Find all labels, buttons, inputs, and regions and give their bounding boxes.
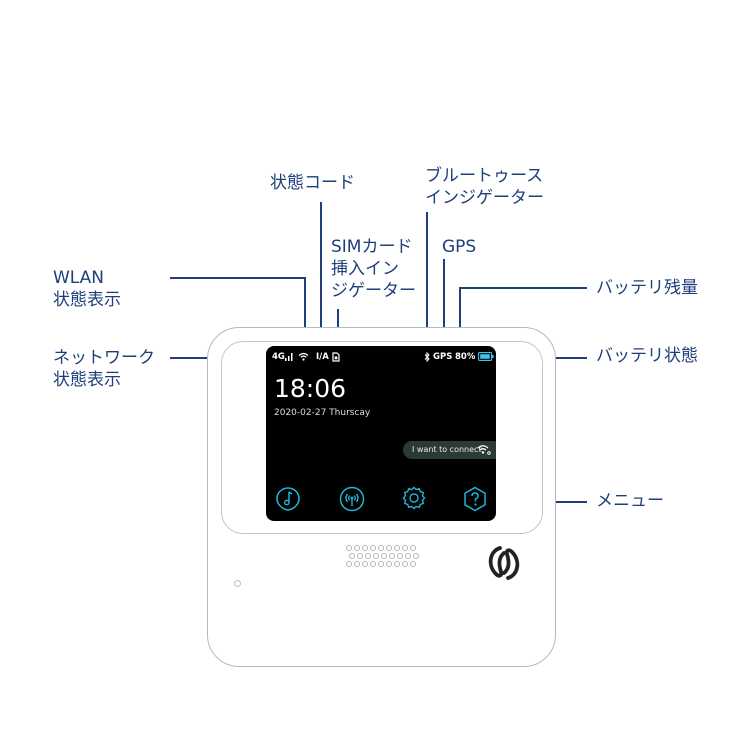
speaker-hole xyxy=(413,553,419,559)
label-wlan-line1: WLAN xyxy=(53,268,105,288)
bluetooth-icon xyxy=(424,352,430,362)
label-bluetooth-line2: インジゲーター xyxy=(425,188,544,208)
speaker-hole xyxy=(405,553,411,559)
label-sim-line1: SIMカード xyxy=(331,237,413,257)
connect-button[interactable]: I want to connect xyxy=(403,441,496,459)
label-network: ネットワーク 状態表示 xyxy=(53,347,155,391)
label-battery-status: バッテリ状態 xyxy=(596,346,698,366)
speaker-hole xyxy=(410,561,416,567)
wifi-icon xyxy=(298,352,309,361)
speaker-hole xyxy=(378,561,384,567)
label-wlan-line2: 状態表示 xyxy=(53,290,121,310)
label-menu: メニュー xyxy=(596,491,664,511)
speaker-hole xyxy=(397,553,403,559)
clock-date: 2020-02-27 Thurscay xyxy=(274,408,371,418)
gps-indicator: GPS xyxy=(433,352,453,362)
speaker-hole xyxy=(394,561,400,567)
speaker-hole xyxy=(381,553,387,559)
wifi-icon xyxy=(477,445,491,455)
label-status-code: 状態コード xyxy=(270,173,355,193)
speaker-hole xyxy=(402,561,408,567)
music-icon[interactable] xyxy=(275,486,301,512)
label-bluetooth-line1: ブルートゥース xyxy=(425,166,544,186)
battery-level-indicator: 80% xyxy=(455,352,476,362)
leader-gps-v xyxy=(443,259,445,352)
label-battery-level: バッテリ残量 xyxy=(596,278,698,298)
status-code-indicator: I/A xyxy=(316,352,329,362)
label-sim-line3: ジゲーター xyxy=(331,281,416,301)
signal-icon xyxy=(285,353,293,361)
leader-wlan-h xyxy=(170,277,305,279)
speaker-hole xyxy=(354,561,360,567)
speaker-hole xyxy=(365,553,371,559)
leader-status-v xyxy=(320,202,322,352)
label-bluetooth: ブルートゥース インジゲーター xyxy=(425,165,544,209)
label-sim: SIMカード 挿入イン ジゲーター xyxy=(331,236,416,302)
speaker-hole xyxy=(394,545,400,551)
speaker-hole xyxy=(362,561,368,567)
clock-time: 18:06 xyxy=(274,374,347,403)
connect-button-label: I want to connect xyxy=(412,445,482,454)
leader-batlevel-v xyxy=(459,287,461,352)
speaker-hole xyxy=(402,545,408,551)
device-screen: 4G I/A GPS 80% 18:06 2020-02-27 Thurscay… xyxy=(266,346,496,521)
battery-icon xyxy=(478,352,494,361)
label-sim-line2: 挿入イン xyxy=(331,259,399,279)
speaker-hole xyxy=(346,561,352,567)
gear-icon[interactable] xyxy=(401,486,427,512)
speaker-hole xyxy=(378,545,384,551)
help-icon[interactable] xyxy=(462,486,488,512)
speaker-hole xyxy=(349,553,355,559)
label-network-line2: 状態表示 xyxy=(53,370,121,390)
speaker-hole xyxy=(386,561,392,567)
speaker-hole xyxy=(386,545,392,551)
speaker-hole xyxy=(370,561,376,567)
label-gps: GPS xyxy=(442,237,477,257)
indicator-hole xyxy=(234,580,241,587)
speaker-hole xyxy=(354,545,360,551)
speaker-hole xyxy=(410,545,416,551)
sim-icon xyxy=(332,352,340,362)
speaker-hole xyxy=(346,545,352,551)
leader-wlan-v xyxy=(304,277,306,352)
speaker-hole xyxy=(370,545,376,551)
label-network-line1: ネットワーク xyxy=(53,348,155,368)
leader-bluetooth-v xyxy=(426,212,428,352)
hotspot-icon[interactable] xyxy=(339,486,365,512)
speaker-hole xyxy=(362,545,368,551)
network-indicator: 4G xyxy=(272,352,285,362)
speaker-hole xyxy=(373,553,379,559)
label-wlan: WLAN 状態表示 xyxy=(53,267,121,311)
leader-batlevel-h xyxy=(459,287,587,289)
speaker-hole xyxy=(357,553,363,559)
screen-bezel xyxy=(221,341,543,534)
logo-icon xyxy=(488,546,520,580)
speaker-hole xyxy=(389,553,395,559)
